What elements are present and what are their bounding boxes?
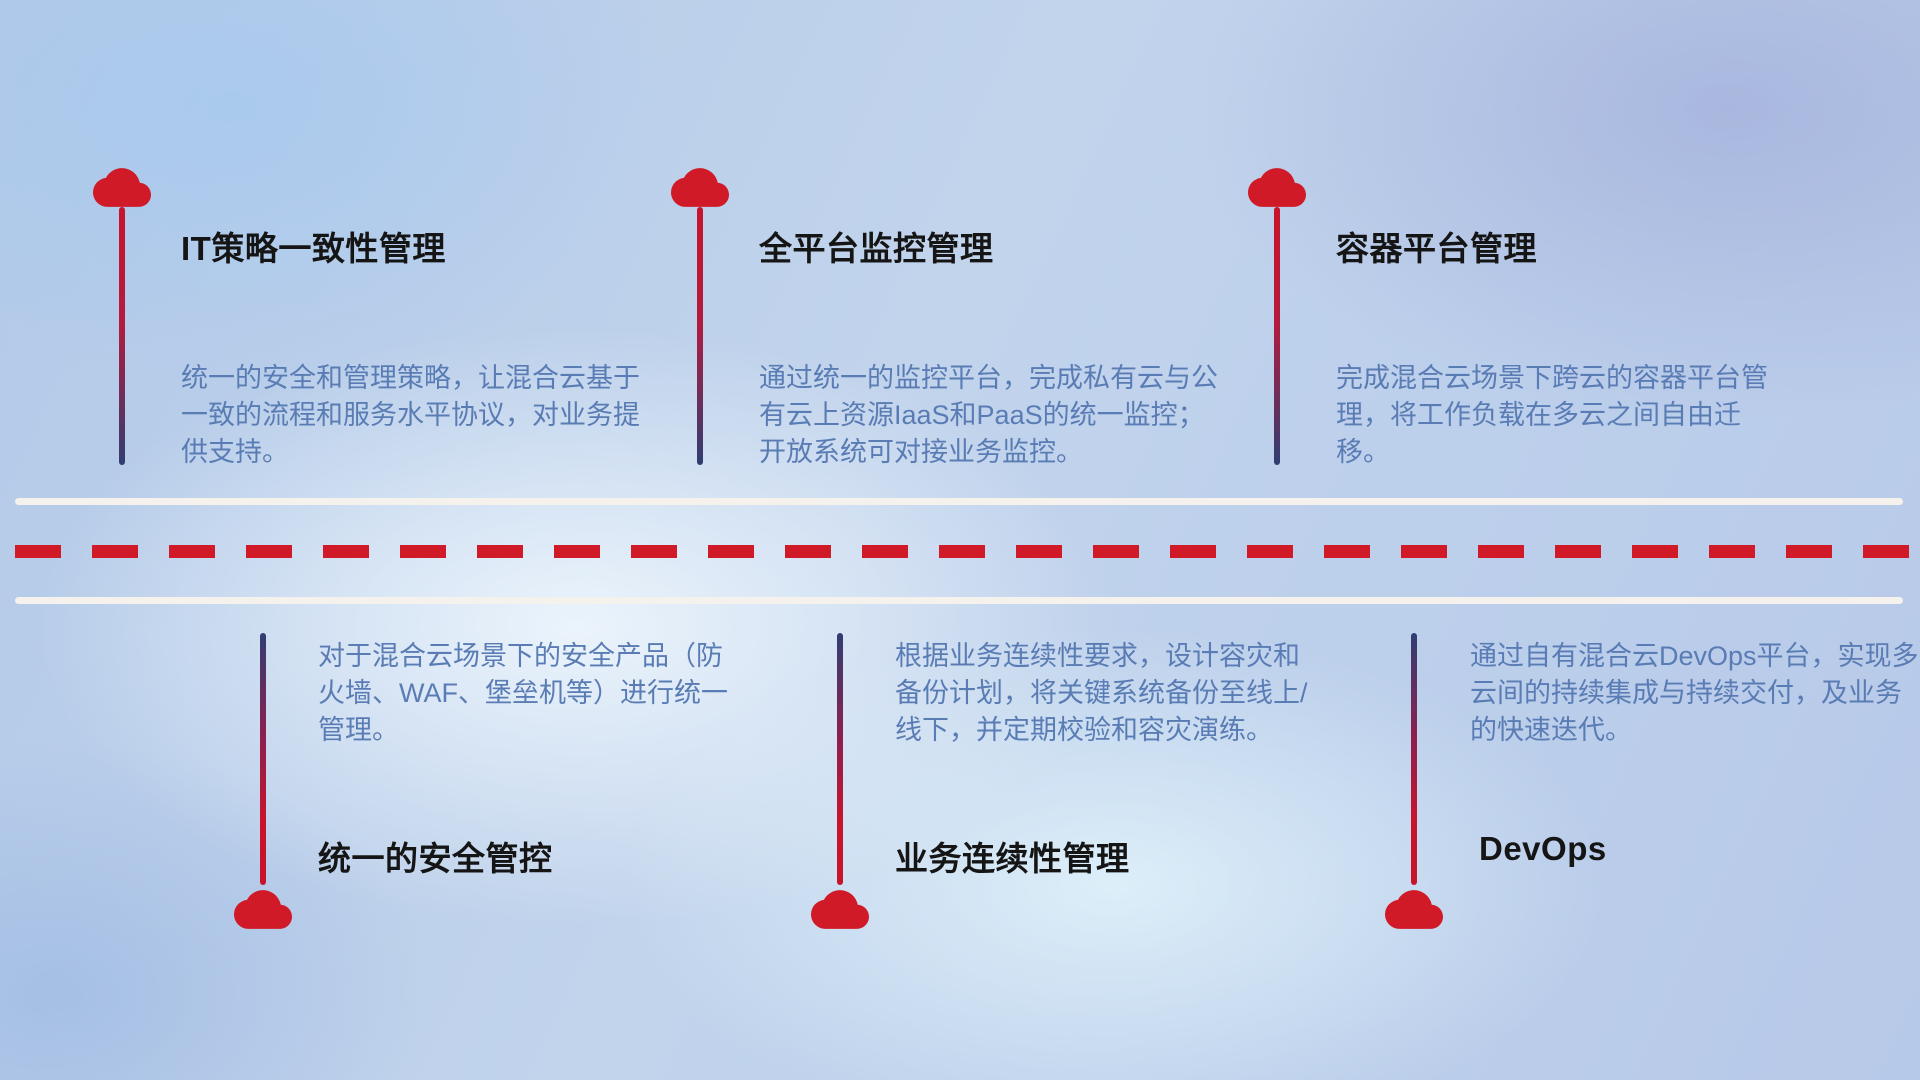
cloud-icon xyxy=(811,890,869,929)
pin-stem xyxy=(837,633,843,885)
pin-stem xyxy=(697,207,703,465)
timeline-pin-bottom-1 xyxy=(234,633,292,929)
capability-description: 对于混合云场景下的安全产品（防火墙、WAF、堡垒机等）进行统一管理。 xyxy=(318,641,728,745)
pin-stem xyxy=(260,633,266,885)
road-bottom-line xyxy=(15,597,1903,604)
capability-title: 全平台监控管理 xyxy=(759,230,994,267)
capability-description: 根据业务连续性要求，设计容灾和备份计划，将关键系统备份至线上/线下，并定期校验和… xyxy=(895,641,1308,745)
timeline-pin-top-3 xyxy=(1248,168,1306,465)
capability-description: 通过统一的监控平台，完成私有云与公有云上资源IaaS和PaaS的统一监控；开放系… xyxy=(759,363,1218,467)
timeline-pin-top-1 xyxy=(93,168,151,465)
timeline-pin-bottom-2 xyxy=(811,633,869,929)
cloud-icon xyxy=(671,168,729,207)
cloud-icon xyxy=(93,168,151,207)
pin-stem xyxy=(1411,633,1417,885)
pin-stem xyxy=(1274,207,1280,465)
road-dashed-center-line xyxy=(15,545,1910,558)
capability-description: 完成混合云场景下跨云的容器平台管理，将工作负载在多云之间自由迁移。 xyxy=(1336,363,1768,467)
cloud-icon xyxy=(234,890,292,929)
capability-description: 通过自有混合云DevOps平台，实现多云间的持续集成与持续交付，及业务的快速迭代… xyxy=(1470,641,1919,745)
capability-title: IT策略一致性管理 xyxy=(181,230,446,267)
road-top-line xyxy=(15,498,1903,505)
timeline-pin-top-2 xyxy=(671,168,729,465)
timeline-pin-bottom-3 xyxy=(1385,633,1443,929)
capability-title: 容器平台管理 xyxy=(1336,230,1537,267)
capability-description: 统一的安全和管理策略，让混合云基于一致的流程和服务水平协议，对业务提供支持。 xyxy=(181,363,640,467)
capability-title: DevOps xyxy=(1479,830,1607,867)
capability-title: 统一的安全管控 xyxy=(318,840,553,877)
pin-stem xyxy=(119,207,125,465)
cloud-icon xyxy=(1385,890,1443,929)
cloud-icon xyxy=(1248,168,1306,207)
capability-title: 业务连续性管理 xyxy=(895,840,1130,877)
